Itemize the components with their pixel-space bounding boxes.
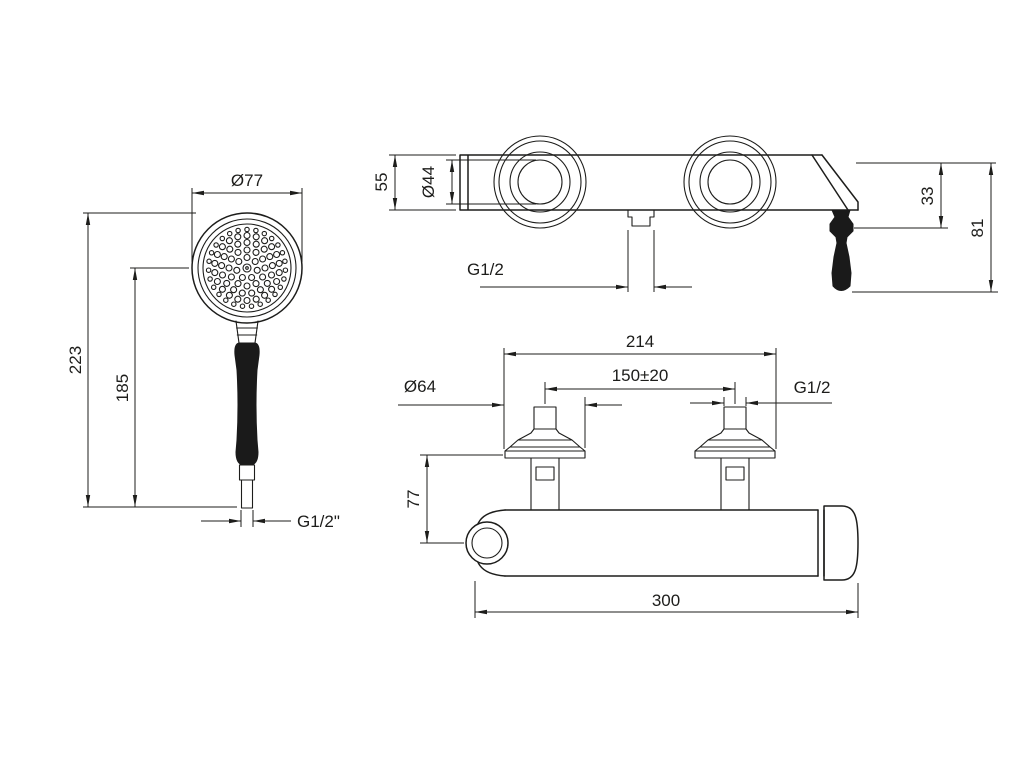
dim-label-body-height: 55: [372, 173, 391, 192]
left-inlet-square: [533, 406, 557, 430]
dim-hand-shower-thread: G1/2": [201, 510, 340, 531]
dim-label-outlet-thread: G1/2: [467, 260, 504, 279]
head-outer-rim: [191, 212, 303, 324]
mixer-body-side: [459, 154, 859, 211]
right-escutcheon: [694, 406, 776, 511]
hand-shower-grip: [234, 342, 260, 466]
dim-body-height: 55: [372, 154, 456, 211]
mixer-side-view: 55 Ø44 G1/2 33 81: [372, 135, 998, 293]
left-boss-circles: [493, 135, 587, 229]
dim-label-wall-height: 77: [404, 490, 423, 509]
dim-label-body-length: 300: [652, 591, 680, 610]
dim-label-overall-span: 214: [626, 332, 654, 351]
dim-overall-span: 214: [503, 332, 777, 449]
dim-label-escutcheon-diameter: Ø64: [404, 377, 436, 396]
right-inlet-square: [723, 406, 747, 430]
left-stem-collar: [535, 466, 555, 481]
dim-label-inlet-centers: 150±20: [612, 366, 669, 385]
dim-label-head-diameter: Ø77: [231, 171, 263, 190]
dim-label-inlet-thread: G1/2: [794, 378, 831, 397]
dim-handle-offset: 33: [854, 162, 996, 229]
spray-nozzles: [205, 226, 289, 309]
dim-escutcheon-diameter: Ø64: [398, 377, 622, 448]
dim-outlet-thread: G1/2: [467, 230, 692, 292]
mixer-body-front: [474, 505, 859, 581]
shower-hook: [465, 521, 509, 565]
grip-connector: [238, 464, 256, 481]
dim-body-length: 300: [474, 581, 859, 618]
dim-overall-height: 223: [66, 212, 237, 508]
dim-label-grip-height: 185: [113, 374, 132, 402]
dim-inlet-thread: G1/2: [690, 378, 832, 406]
right-escutcheon-base: [694, 450, 776, 459]
right-boss-circles: [683, 135, 777, 229]
dim-label-boss-diameter: Ø44: [419, 166, 438, 198]
dim-label-hand-shower-thread: G1/2": [297, 512, 340, 531]
hand-shower-view: Ø77 223 185 G1/2": [66, 171, 340, 531]
dim-grip-height: 185: [113, 267, 189, 507]
hand-shower-head: [191, 212, 303, 324]
outlet-nipple: [627, 209, 655, 227]
hand-shower-neck: [235, 320, 259, 344]
dim-label-overall-height: 223: [66, 346, 85, 374]
dim-label-handle-offset: 33: [918, 187, 937, 206]
left-escutcheon: [504, 406, 586, 511]
dim-head-diameter: Ø77: [191, 171, 303, 262]
dim-wall-height: 77: [404, 454, 503, 544]
dim-handle-drop: 81: [852, 163, 998, 293]
dim-boss-diameter: Ø44: [419, 159, 536, 205]
thread-tail: [240, 479, 254, 509]
dim-label-handle-drop: 81: [968, 219, 987, 238]
mixer-front-view: 214 150±20 Ø64 G1/2 77: [398, 332, 859, 618]
dim-inlet-centers: 150±20: [544, 366, 736, 404]
lever-handle-side: [829, 209, 854, 291]
right-stem-collar: [725, 466, 745, 481]
left-escutcheon-base: [504, 450, 586, 459]
head-inner-rim: [197, 218, 297, 318]
head-face-ring: [202, 223, 292, 313]
